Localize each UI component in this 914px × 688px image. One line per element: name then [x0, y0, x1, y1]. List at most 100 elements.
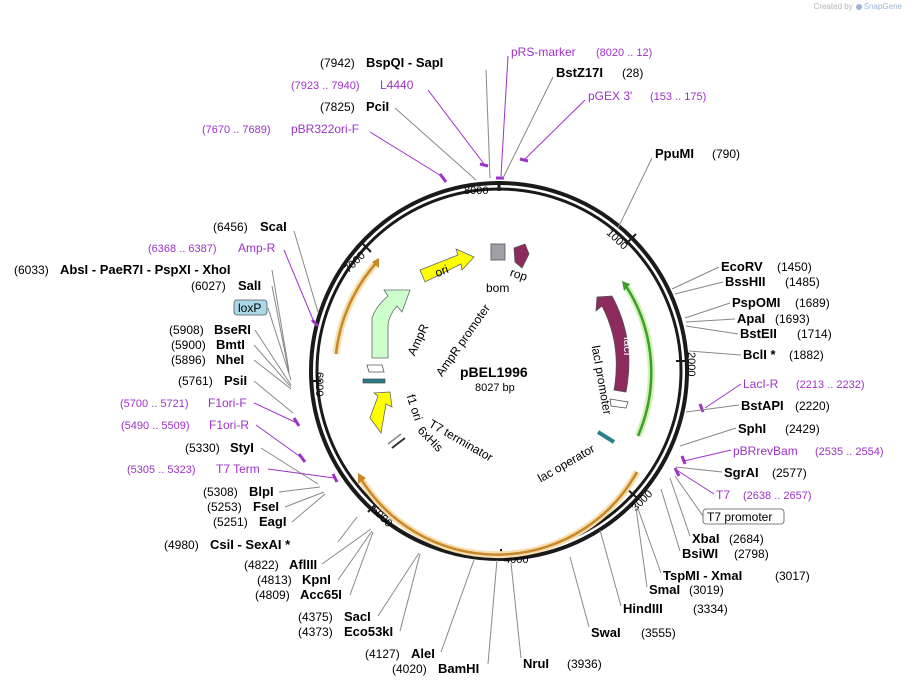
leader-L4440	[427, 89, 485, 165]
leader-loxP	[267, 307, 292, 381]
enzyme-Eco53kI: Eco53kI	[344, 624, 393, 639]
primer-tick-F1ori-F	[292, 417, 301, 427]
enzyme-PpuMI: PpuMI	[655, 146, 694, 161]
enzyme-pos-PspOMI: (1689)	[795, 296, 830, 310]
enzyme-BamHI: BamHI	[438, 661, 479, 676]
AmpR-label: AmpR	[405, 321, 432, 357]
primer-tick-T7-Term	[331, 473, 339, 483]
enzyme-XbaI: XbaI	[692, 531, 719, 546]
enzyme-BspQI: BspQI - SapI	[366, 55, 443, 70]
tick-5000	[367, 503, 377, 513]
leader-BstZ17I	[502, 76, 554, 179]
leader-PciI	[394, 107, 477, 181]
leader-ScaI	[293, 230, 319, 313]
leader-AleI	[440, 559, 475, 653]
f1-ori-label: f1 ori	[404, 393, 426, 423]
enzyme-pos-NruI: (3936)	[567, 657, 602, 671]
enzyme-pos-EcoRV: (1450)	[777, 260, 812, 274]
leader-BclI	[688, 350, 742, 356]
enzyme-pos-BamHI: (4020)	[392, 662, 427, 676]
enzyme-SacI: SacI	[344, 609, 371, 624]
leader-BamHI	[487, 559, 498, 665]
leader-Eco53kI	[399, 553, 421, 632]
enzyme-pos-BstZ17I: (28)	[622, 66, 643, 80]
sixHis-marker	[387, 433, 402, 445]
top-labels: (7942) BspQI - SapI pRS-marker (8020 .. …	[202, 45, 706, 183]
enzyme-CsiI: CsiI - SexAI *	[210, 537, 291, 552]
leader-PsiI	[253, 380, 294, 414]
leader-BstAPI	[685, 404, 740, 413]
credit-brand: SnapGene	[863, 2, 902, 11]
leader-pGEX3	[523, 99, 586, 161]
enzyme-pos-Acc65I: (4809)	[255, 588, 290, 602]
enzyme-pos-HindIII: (3334)	[693, 602, 728, 616]
enzyme-FseI: FseI	[253, 499, 279, 514]
leader-StyI	[260, 447, 319, 485]
lacI-label: lacI	[621, 337, 635, 356]
primer-range-T7-Term: (5305 .. 5323)	[127, 464, 196, 476]
primer-tick-F1ori-R	[297, 453, 307, 463]
leader-TspMI	[636, 505, 662, 574]
tick-7000	[362, 243, 372, 253]
primer-range-F1ori-R: (5490 .. 5509)	[121, 420, 190, 432]
enzyme-XhoI: AbsI - PaeR7I - PspXI - XhoI	[60, 262, 230, 277]
enzyme-pos-SwaI: (3555)	[641, 626, 676, 640]
primer-T7-Term: T7 Term	[216, 462, 260, 476]
snapgene-logo-icon	[855, 3, 862, 10]
enzyme-pos-KpnI: (4813)	[257, 573, 292, 587]
leader-F1ori-F	[253, 402, 298, 424]
f1-ori-feature-arrow	[369, 391, 393, 434]
enzyme-pos-BstAPI: (2220)	[795, 399, 830, 413]
enzyme-PciI: PciI	[366, 99, 389, 114]
enzyme-AflIII: AflIII	[289, 557, 317, 572]
primer-range-Amp-R: (6368 .. 6387)	[148, 243, 217, 255]
leader-NheI	[253, 359, 292, 390]
AmpR-promoter-arrow	[366, 364, 385, 373]
enzyme-pos-SacI: (4375)	[298, 610, 333, 624]
primer-tick-L4440	[479, 162, 489, 168]
primer-range-LacI-R: (2213 .. 2232)	[796, 379, 865, 391]
orf-arcs	[332, 258, 655, 559]
primer-L4440: L4440	[380, 78, 414, 92]
enzyme-ApaI: ApaI	[737, 311, 765, 326]
leader-NruI	[510, 562, 522, 659]
enzyme-NheI: NheI	[216, 352, 244, 367]
enzyme-NruI: NruI	[523, 656, 549, 671]
lacI-promoter-arrow	[609, 398, 629, 409]
leader-BseRI	[254, 329, 292, 386]
primer-pBRrevBam: pBRrevBam	[733, 444, 798, 458]
enzyme-SmaI: SmaI	[649, 582, 680, 597]
primer-pBR322ori-F: pBR322ori-F	[291, 122, 359, 136]
enzyme-pos-AflIII: (4822)	[244, 558, 279, 572]
primer-tick-T7	[673, 467, 681, 477]
primer-tick-LacI-R	[698, 403, 705, 413]
leader-SmaI	[635, 507, 648, 588]
enzyme-pos-NheI: (5896)	[171, 353, 206, 367]
leader-pBRrevBam	[683, 449, 732, 462]
rop-feature-arrow	[513, 243, 530, 269]
enzyme-pos-BstEII: (1714)	[797, 327, 832, 341]
enzyme-PsiI: PsiI	[224, 373, 247, 388]
leader-KpnI	[337, 530, 373, 581]
leader-SwaI	[569, 556, 590, 628]
T7-terminator-marker	[391, 437, 406, 449]
right-labels: PpuMI (790) EcoRV (1450) BssHII (1485) P…	[510, 146, 884, 671]
primer-tick-Amp-R	[310, 318, 320, 328]
enzyme-BseRI: BseRI	[214, 322, 251, 337]
enzyme-AleI: AleI	[411, 646, 435, 661]
enzyme-pos-CsiI: (4980)	[164, 538, 199, 552]
enzyme-pos-Eco53kI: (4373)	[298, 625, 333, 639]
rop-label: rop	[508, 265, 529, 284]
leader-LacI-R	[704, 383, 742, 409]
orf-arc-bottom-arrowhead	[358, 473, 366, 484]
leader-pRS-marker	[500, 55, 509, 177]
primer-pGEX3: pGEX 3'	[588, 89, 632, 103]
enzyme-pos-XbaI: (2684)	[729, 532, 764, 546]
leader-SacI	[377, 552, 420, 617]
leader-T7	[677, 470, 715, 495]
enzyme-pos-EagI: (5251)	[213, 515, 248, 529]
leader-PpuMI	[617, 157, 653, 229]
leader-BstEII	[685, 325, 739, 335]
enzyme-EagI: EagI	[259, 514, 286, 529]
